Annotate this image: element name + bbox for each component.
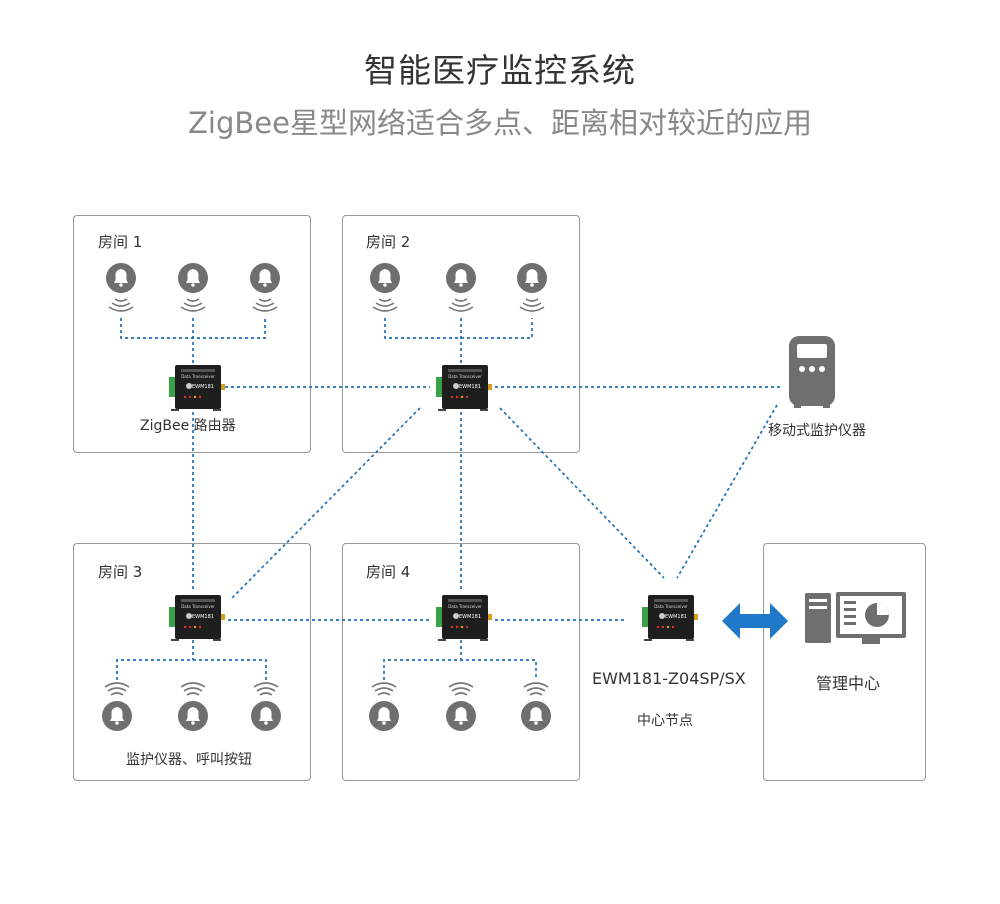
bell-sensor-icon <box>445 262 477 312</box>
monitor-buttons-caption: 监护仪器、呼叫按钮 <box>126 752 252 768</box>
page-title: 智能医疗监控系统 <box>364 51 636 90</box>
bell-sensor-icon <box>369 262 401 312</box>
room-1-label: 房间 1 <box>98 233 143 251</box>
zigbee-router-device-icon <box>169 365 225 411</box>
router-caption: ZigBee 路由器 <box>140 418 236 434</box>
zigbee-router-device-icon <box>436 595 492 641</box>
zigbee-router-device-icon <box>436 365 492 411</box>
bell-sensor-icon <box>105 262 137 312</box>
room-3-label: 房间 3 <box>98 563 143 581</box>
page-subtitle: ZigBee星型网络适合多点、距离相对较近的应用 <box>188 106 812 140</box>
network-links <box>116 318 780 680</box>
room-3-box <box>73 543 311 781</box>
bell-sensor-icon <box>368 682 400 732</box>
zigbee-router-device-icon <box>169 595 225 641</box>
room-1-box <box>73 215 311 453</box>
mobile-monitor-caption: 移动式监护仪器 <box>768 423 866 439</box>
bidirectional-arrow-icon <box>722 603 788 639</box>
mobile-monitor-icon <box>789 336 835 408</box>
room-2-label: 房间 2 <box>366 233 411 251</box>
bell-sensor-icon <box>249 262 281 312</box>
bell-sensor-icon <box>516 262 548 312</box>
management-caption: 管理中心 <box>816 674 881 693</box>
center-node-caption: 中心节点 <box>637 713 693 729</box>
bell-sensor-icon <box>520 682 552 732</box>
bell-sensor-icon <box>445 682 477 732</box>
bell-sensor-icon <box>177 682 209 732</box>
bell-sensor-icon <box>177 262 209 312</box>
center-node-device-icon <box>642 595 698 641</box>
computer-icon <box>805 592 906 644</box>
bell-sensor-icon <box>250 682 282 732</box>
center-node-model: EWM181-Z04SP/SX <box>592 669 746 688</box>
management-box <box>763 543 926 781</box>
bell-sensor-icon <box>101 682 133 732</box>
room-4-label: 房间 4 <box>366 563 411 581</box>
